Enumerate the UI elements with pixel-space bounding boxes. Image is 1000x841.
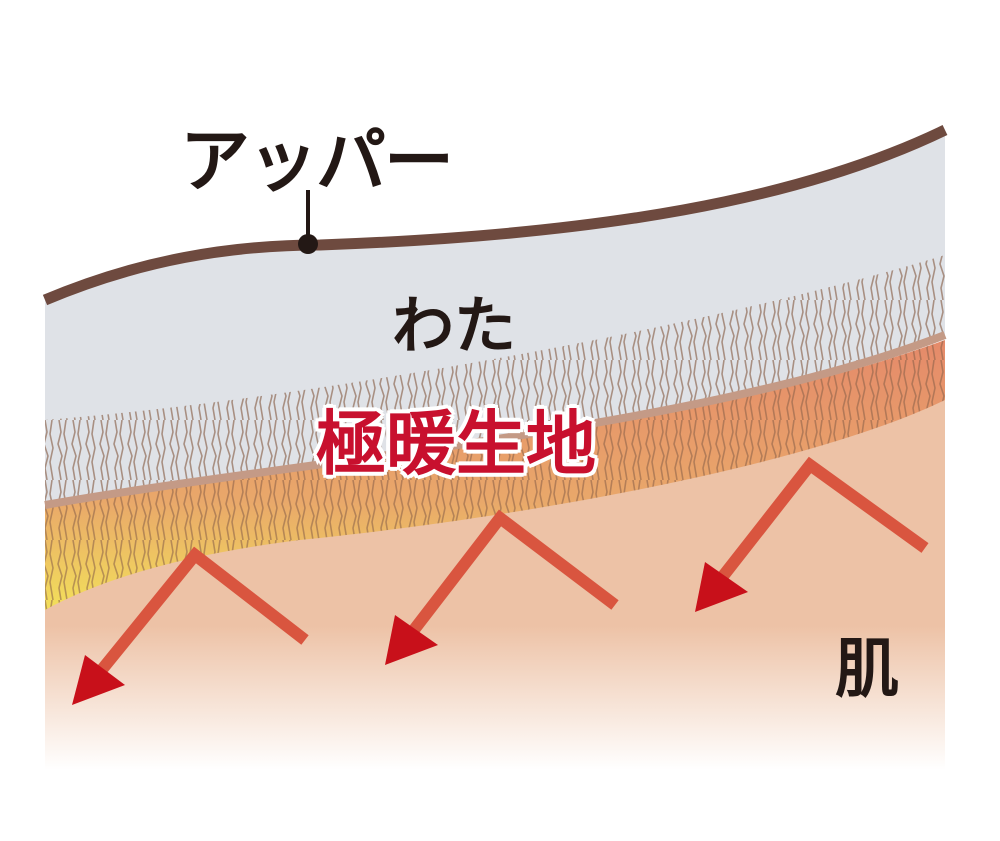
heat-arrow — [715, 456, 929, 584]
wadding-bottom-line — [44, 331, 947, 509]
upper-label: アッパー — [180, 120, 454, 202]
wadding-fibers — [45, 255, 945, 505]
fabric-fibers — [45, 340, 945, 610]
fabric-label: 極暖生地 — [316, 403, 596, 485]
skin-label: 肌 — [835, 633, 899, 707]
heat-arrow — [95, 546, 309, 676]
wadding-label: わた — [392, 289, 517, 362]
arrow-head-icon — [72, 655, 125, 705]
arrow-head-icon — [385, 615, 438, 665]
arrow-head-icon — [695, 562, 748, 612]
skin-layer — [45, 390, 945, 770]
upper-pointer-dot — [298, 234, 318, 254]
upper-line — [42, 125, 948, 306]
heat-arrow — [405, 509, 619, 639]
